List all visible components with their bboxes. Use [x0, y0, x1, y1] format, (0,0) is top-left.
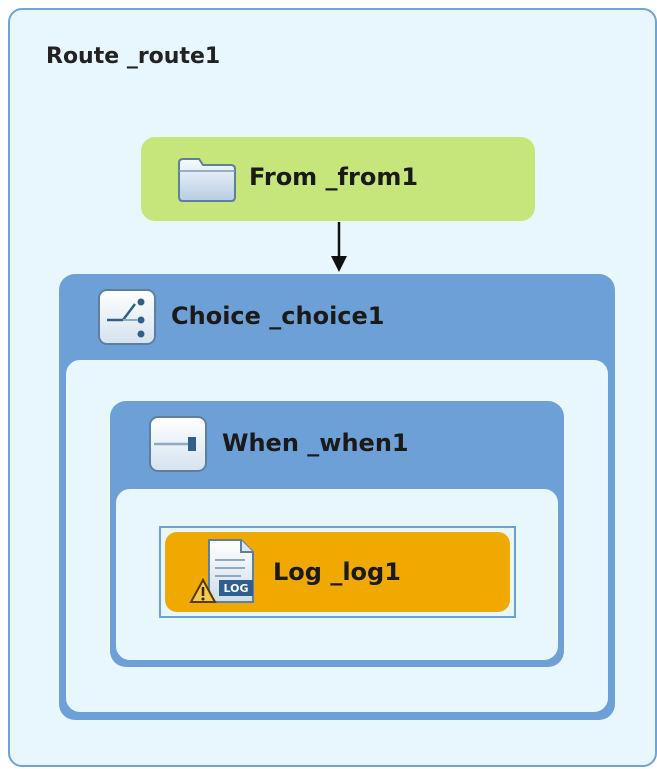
log-node[interactable]: LOG Log _log1: [165, 532, 510, 612]
log-badge-text: LOG: [224, 582, 249, 595]
log-selection-frame: LOG Log _log1: [159, 526, 516, 618]
flow-arrow: [331, 222, 347, 272]
log-node-label: Log _log1: [273, 558, 401, 586]
choice-icon: [98, 289, 156, 345]
from-node[interactable]: From _from1: [141, 137, 535, 221]
when-node-label: When _when1: [222, 429, 409, 457]
from-node-label: From _from1: [249, 163, 419, 191]
folder-icon: [178, 158, 236, 202]
route-title: Route _route1: [46, 44, 221, 69]
log-icon: LOG: [189, 539, 254, 603]
warning-icon: [189, 577, 217, 603]
choice-node-label: Choice _choice1: [171, 302, 385, 330]
when-icon: [149, 416, 207, 472]
